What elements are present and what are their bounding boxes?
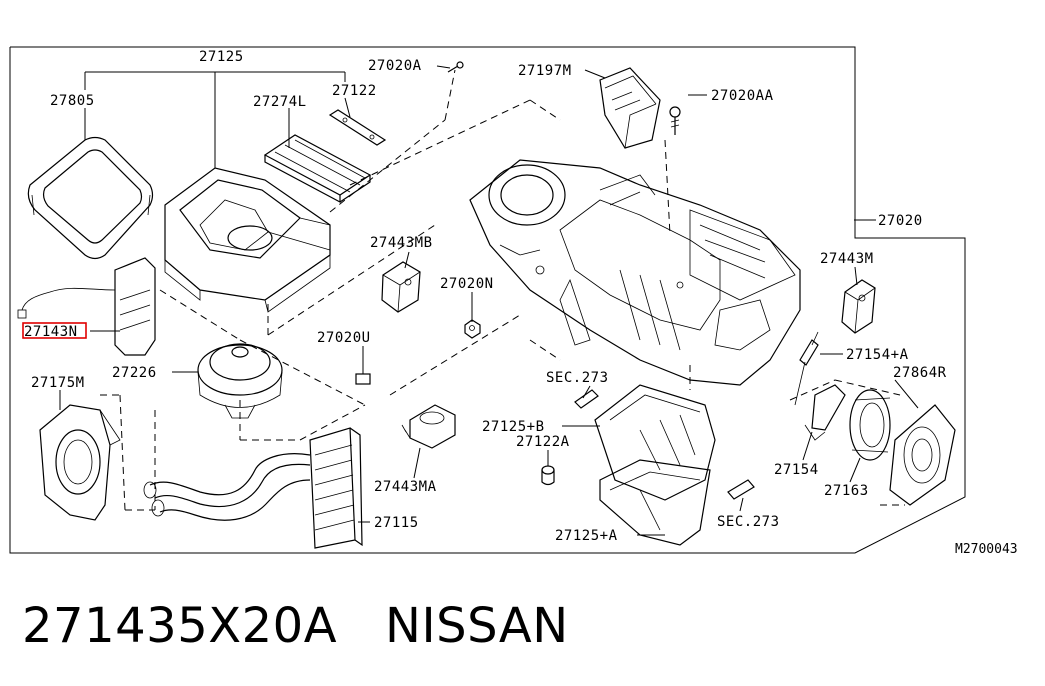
actuator-mb-part — [381, 261, 421, 313]
part-label-27122a: 27122A — [516, 434, 570, 450]
main-housing-part — [469, 159, 801, 386]
cabin-filter-part — [263, 134, 372, 203]
highlight-box-27143n — [22, 322, 87, 339]
part-label-27197m: 27197M — [518, 63, 572, 79]
gear-part — [849, 389, 891, 461]
part-label-sec273-lower: SEC.273 — [717, 514, 780, 530]
heater-core-part — [143, 427, 363, 549]
part-label-27020: 27020 — [878, 213, 923, 229]
part-label-27154: 27154 — [774, 462, 819, 478]
assembly-dashed-lines — [100, 69, 905, 511]
section-gasket-lower — [727, 479, 755, 500]
link-rod-a-part — [794, 331, 819, 406]
leader-lines — [59, 65, 919, 536]
clip-part — [355, 373, 371, 385]
part-label-27443ma: 27443MA — [374, 479, 437, 495]
actuator-ma-part — [401, 404, 456, 449]
part-label-27163: 27163 — [824, 483, 869, 499]
part-label-27125-plus-a: 27125+A — [555, 528, 618, 544]
blower-motor-part — [197, 343, 283, 419]
part-label-27143n: 27143N — [24, 324, 78, 340]
actuator-m-part — [841, 279, 876, 334]
part-label-27864r: 27864R — [893, 365, 947, 381]
resistor-harness-part — [17, 257, 156, 356]
part-label-27805: 27805 — [50, 93, 95, 109]
part-label-27443m: 27443M — [820, 251, 874, 267]
part-label-27020aa: 27020AA — [711, 88, 774, 104]
lower-duct-a-part — [599, 459, 711, 546]
part-label-27125-plus-b: 27125+B — [482, 419, 545, 435]
part-label-27020u: 27020U — [317, 330, 371, 346]
part-label-27226: 27226 — [112, 365, 157, 381]
bracket-strip-part — [328, 109, 387, 146]
lower-duct-b-part — [594, 384, 716, 501]
part-labels: 27125 27020A 27197M 27020AA 27805 27122 … — [22, 49, 1018, 557]
part-label-27175m: 27175M — [31, 375, 85, 391]
screw-part-a — [447, 61, 464, 73]
part-label-27443mb: 27443MB — [370, 235, 433, 251]
part-number: 271435X20A — [22, 598, 338, 654]
section-gasket-upper — [574, 389, 599, 409]
bushing-part — [541, 465, 555, 486]
screw-part-aa — [669, 106, 681, 135]
part-label-27125: 27125 — [199, 49, 244, 65]
nut-part — [464, 319, 481, 339]
control-unit-part — [599, 67, 661, 149]
part-label-27154-plus-a: 27154+A — [846, 347, 909, 363]
brand-name: NISSAN — [385, 598, 569, 654]
intake-housing-part — [164, 167, 331, 313]
link-rod-part — [804, 384, 846, 441]
drawing-code: M2700043 — [955, 542, 1018, 557]
part-label-sec273-upper: SEC.273 — [546, 370, 609, 386]
diagram-frame — [9, 46, 966, 554]
part-label-27020n: 27020N — [440, 276, 494, 292]
side-cover-part — [889, 404, 956, 506]
part-label-27115: 27115 — [374, 515, 419, 531]
filter-frame-part — [27, 136, 154, 260]
scroll-housing-part — [39, 404, 121, 521]
part-caption: 271435X20A NISSAN — [22, 598, 569, 654]
part-label-27020a: 27020A — [368, 58, 422, 74]
part-label-27274l: 27274L — [253, 94, 307, 110]
part-label-27122: 27122 — [332, 83, 377, 99]
